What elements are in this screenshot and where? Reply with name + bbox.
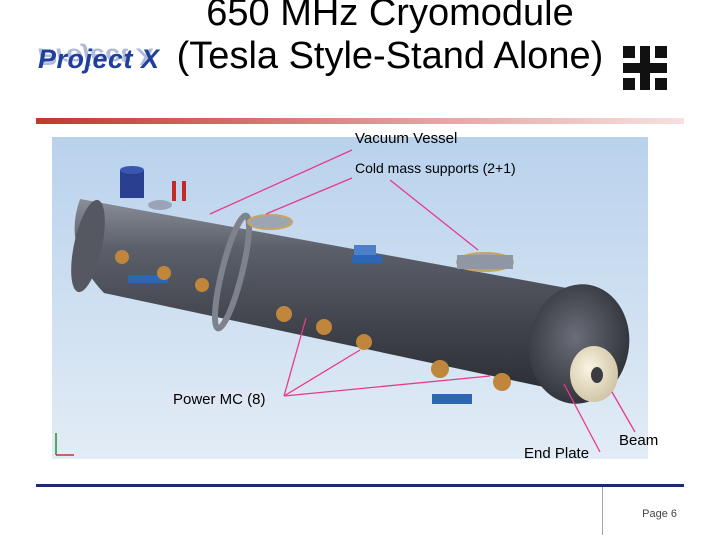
title-rule [36, 118, 684, 124]
axis-triad [55, 433, 74, 456]
project-x-logo: Project X Project X [38, 43, 160, 74]
label-power-mc: Power MC (8) [170, 390, 269, 409]
fermilab-logo [623, 46, 667, 90]
label-vacuum-vessel: Vacuum Vessel [355, 130, 458, 147]
cryomodule-figure [52, 137, 648, 459]
page-number: Page 6 [642, 508, 677, 520]
top-ports [120, 166, 514, 272]
power-couplers [115, 250, 511, 391]
footer-rule [36, 484, 684, 487]
label-cold-mass-supports: Cold mass supports (2+1) [355, 160, 516, 176]
cold-mass-supports [128, 245, 472, 404]
label-beam: Beam [619, 432, 659, 449]
page-number-box [602, 487, 683, 535]
slide-title: 650 MHz Cryomodule (Tesla Style-Stand Al… [176, 0, 604, 77]
label-end-plate: End Plate [524, 445, 590, 462]
